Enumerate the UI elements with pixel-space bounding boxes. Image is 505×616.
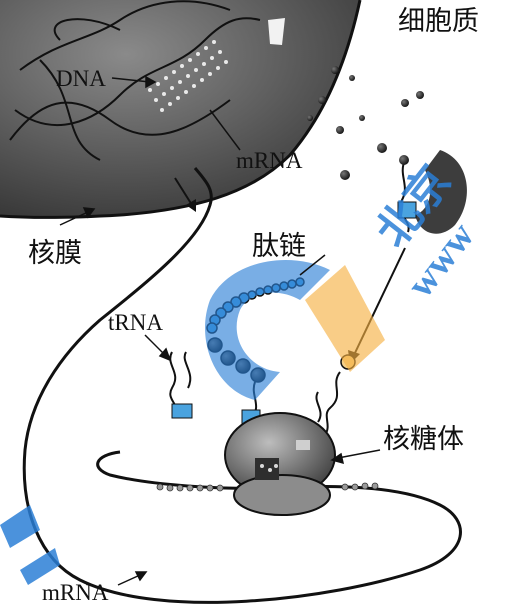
label-ribosome: 核糖体 — [383, 424, 464, 455]
ribosome — [225, 413, 335, 515]
label-dna: DNA — [56, 66, 106, 91]
free-trna — [170, 352, 192, 418]
label-trna: tRNA — [108, 310, 163, 335]
label-mrna-nucleus: mRNA — [236, 148, 303, 173]
label-mrna-bottom: mRNA — [42, 580, 109, 605]
label-nuclear-membrane: 核膜 — [28, 238, 82, 269]
label-cytoplasm: 细胞质 — [398, 6, 479, 37]
watermark: 北京 www — [0, 157, 483, 585]
label-peptide-chain: 肽链 — [252, 231, 306, 262]
